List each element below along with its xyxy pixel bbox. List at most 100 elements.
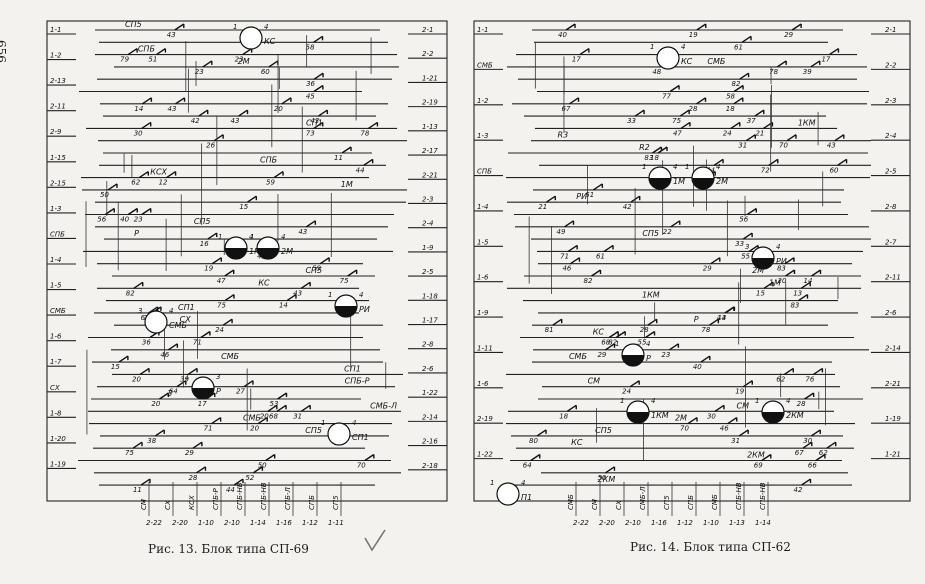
- contact-number: 40: [120, 216, 129, 224]
- contact-relay-label: СПБ: [260, 155, 278, 164]
- contact-number: 43: [167, 31, 176, 39]
- contact-number: 71: [560, 252, 569, 260]
- relay-contact: [224, 294, 235, 302]
- contact-number: 21: [538, 203, 547, 211]
- relay-contact: [196, 466, 206, 474]
- relay-contact: [742, 380, 753, 388]
- relay-coil-РИ-label: РИ: [776, 257, 787, 266]
- terminal-right-label: 2-16: [422, 438, 438, 446]
- bottom-terminal-label: КСХ: [188, 495, 196, 510]
- relay-contact: [277, 392, 287, 400]
- contact-number: 13: [717, 314, 726, 322]
- contact-number: 68: [269, 412, 278, 420]
- relay-contact: [592, 183, 603, 191]
- terminal-left-label: 1-20: [50, 435, 66, 443]
- relay-contact: [565, 23, 576, 31]
- relay-coil-П1: [496, 482, 520, 506]
- terminal-left-label: 1-1: [50, 26, 61, 34]
- relay-coil-СП1-pin-bottom: 4: [352, 419, 356, 427]
- relay-contact: [140, 478, 151, 486]
- contact-number: 70: [779, 142, 788, 150]
- relay-contact: [363, 158, 374, 166]
- contact-number: 82: [732, 80, 741, 88]
- relay-coil-2М-pin-bottom: 4: [281, 233, 285, 241]
- contact-number: 13: [793, 289, 802, 297]
- relay-coil-1М-pin-top: 1: [218, 233, 222, 241]
- contact-number: 47: [673, 129, 682, 137]
- contact-relay-label: РИ: [576, 192, 587, 201]
- relay-coil-РИ-pin-top: 1: [328, 291, 332, 299]
- relay-contact: [313, 35, 323, 43]
- contact-number: 31: [738, 142, 747, 150]
- contact-number: 23: [235, 56, 244, 64]
- contact-number: 39: [180, 375, 189, 383]
- contact-number: 29: [185, 449, 194, 457]
- contact-relay-label: СПБ-Р: [345, 377, 370, 386]
- terminal-right-label: 2-14: [422, 413, 438, 421]
- contact-relay-label: СПБ: [138, 45, 156, 54]
- contact-number: 78: [360, 129, 369, 137]
- relay-contact: [341, 146, 352, 154]
- relay-coil-1М-pin-bottom: 4: [673, 163, 677, 171]
- terminal-right-label: 2-5: [885, 168, 897, 176]
- relay-contact: [313, 84, 324, 93]
- contact-number: 42: [623, 203, 632, 211]
- relay-coil-2М-fill: [257, 248, 279, 259]
- terminal-right-label: 2-7: [885, 238, 897, 246]
- relay-contact: [252, 466, 263, 474]
- contact-number: 30: [707, 412, 716, 420]
- terminal-right-label: 2-5: [422, 268, 434, 276]
- relay-contact: [313, 121, 324, 129]
- contact-number: 43: [231, 117, 240, 125]
- relay-contact: [668, 343, 679, 351]
- relay-contact: [645, 330, 655, 339]
- contact-relay-label: 1КМ: [642, 291, 660, 300]
- relay-contact: [305, 220, 316, 228]
- bottom-terminal-number: 1-11: [328, 519, 344, 527]
- relay-contact: [148, 306, 159, 314]
- contact-number: 33: [627, 117, 636, 125]
- relay-contact: [286, 294, 297, 302]
- terminal-left-label: 2-13: [50, 77, 66, 85]
- relay-contact: [141, 121, 152, 129]
- contact-number: 43: [827, 142, 836, 150]
- relay-contact: [801, 478, 811, 486]
- terminal-left-label: 1-1: [477, 26, 488, 34]
- relay-contact: [268, 60, 279, 68]
- relay-contact: [791, 23, 802, 31]
- relay-contact: [763, 281, 774, 289]
- relay-coil-Р-fill: [622, 355, 644, 366]
- relay-contact: [713, 158, 724, 166]
- contact-number: 46: [160, 351, 169, 359]
- contact-relay-label: СП5: [305, 266, 322, 275]
- contact-number: 46: [720, 425, 729, 433]
- relay-coil-Р-pin-bottom: 3: [216, 373, 220, 381]
- contact-number: 53: [270, 400, 279, 408]
- contact-relay-label: КС: [258, 278, 270, 287]
- contact-number: 83: [777, 265, 786, 273]
- terminal-left-label: СПБ: [477, 168, 492, 176]
- relay-coil-2М-pin-top: 1: [250, 233, 254, 241]
- relay-contact: [802, 441, 813, 449]
- relay-contact: [669, 84, 680, 93]
- relay-contact: [768, 158, 779, 166]
- relay-contact: [207, 232, 218, 240]
- contact-number: 67: [562, 105, 571, 113]
- relay-contact: [754, 109, 765, 117]
- contact-number: 50: [258, 462, 267, 470]
- contact-number: 64: [169, 388, 178, 396]
- contact-number: 29: [597, 351, 606, 359]
- relay-contact: [652, 146, 662, 154]
- contact-relay-label: СП1: [306, 118, 323, 127]
- relay-contact: [605, 466, 615, 474]
- contact-relay-label: СМБ-Л: [370, 401, 397, 410]
- contact-relay-label: СМ: [588, 377, 601, 386]
- relay-coil-РИ-fill: [752, 258, 774, 269]
- bottom-terminal-label: СПБ: [687, 495, 695, 510]
- relay-contact: [776, 60, 787, 68]
- relay-contact: [745, 134, 756, 142]
- contact-number: 68: [601, 339, 610, 347]
- contact-number: 20: [777, 277, 786, 285]
- bottom-terminal-label: СМБ: [567, 494, 575, 510]
